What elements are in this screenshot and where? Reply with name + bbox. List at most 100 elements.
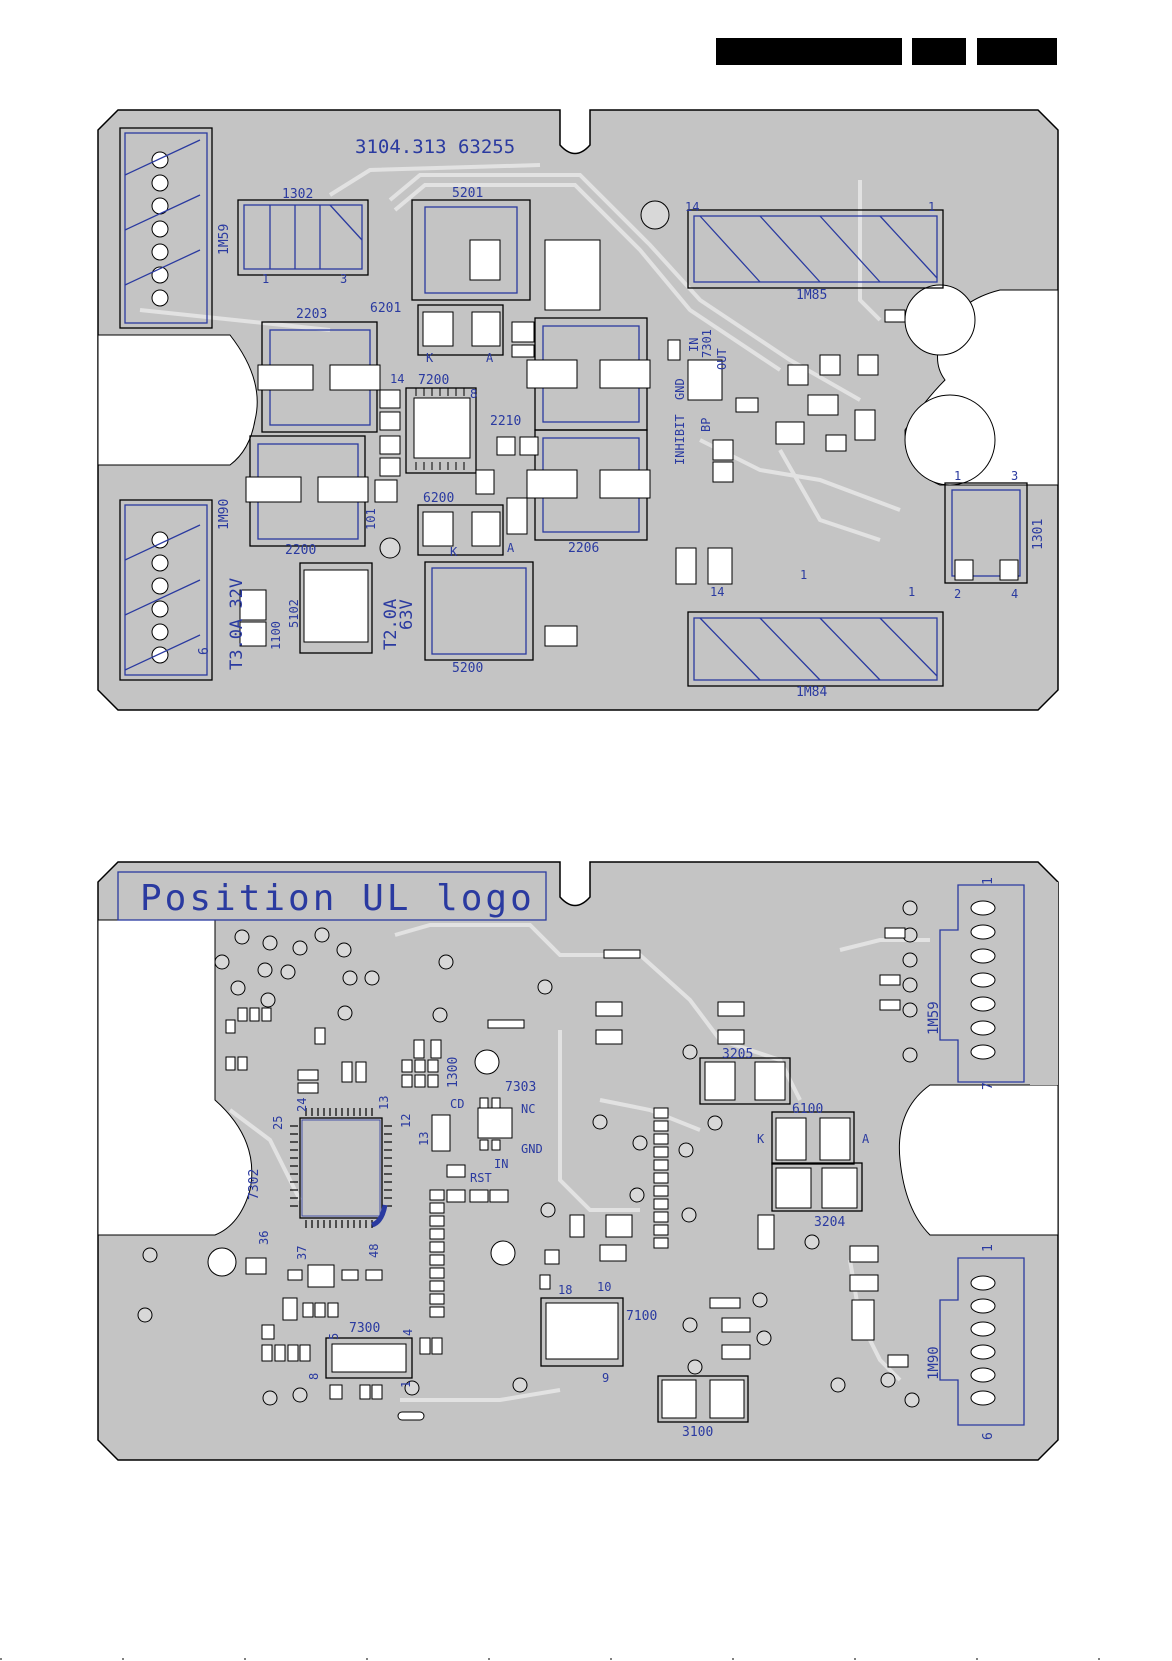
label-1302-pin1: 1 [262,272,269,286]
header-block-1 [716,38,902,65]
header-block-3 [977,38,1057,65]
label-1301-p2: 2 [954,587,961,601]
label-p36: 36 [257,1231,271,1245]
bottom-vias [137,900,920,1408]
label-p25: 25 [271,1116,285,1130]
ul-logo-box [117,871,547,921]
label-6100: 6100 [792,1102,823,1117]
label-5201: 5201 [452,186,483,201]
label-1m90-pin1: 1 [981,1244,996,1252]
connector-1m59-bottom-pins [970,900,996,1060]
label-1302: 1302 [282,187,313,202]
label-k1: K [426,351,434,365]
label-p4: 4 [401,1329,415,1336]
label-1301-p1: 1 [954,469,961,483]
label-3100: 3100 [682,1425,713,1440]
label-7303: 7303 [505,1080,536,1095]
label-1m59-bottom: 1M59 [926,1001,942,1035]
label-bp: BP [699,418,713,432]
part-number: 3104.313 63255 [355,136,515,158]
label-rst: RST [470,1171,492,1185]
label-pin6: 6 [197,647,212,655]
label-7200: 7200 [418,373,449,388]
label-6201: 6201 [370,301,401,316]
connector-1m59-pins [151,151,169,307]
label-1m84: 1M84 [796,685,827,700]
label-1m84-pin14: 14 [710,585,724,599]
bottom-smd-pads-left [225,1007,509,1400]
label-7100: 7100 [626,1309,657,1324]
label-p12: 12 [399,1114,413,1128]
label-a2: A [507,541,515,555]
label-p9: 9 [602,1371,609,1385]
connector-1m90-bottom-pins [970,1275,996,1406]
bottom-pad-column-1 [429,1189,445,1318]
label-pin8: 8 [470,387,477,401]
label-p10: 10 [597,1280,611,1294]
label-13-pin: 13 [417,1132,431,1146]
label-7300: 7300 [349,1321,380,1336]
label-2210: 2210 [490,414,521,429]
label-1100: 1100 [269,621,283,650]
label-1301: 1301 [1031,519,1046,550]
label-2200: 2200 [285,543,316,558]
label-fuse-2b: 63V [397,599,417,630]
label-pin14: 14 [390,372,404,386]
label-1301-p3: 3 [1011,469,1018,483]
label-cd: CD [450,1097,464,1111]
label-p37: 37 [295,1246,309,1260]
top-board-outline [97,109,1059,711]
ul-logo-text: Position UL logo [140,878,535,919]
label-a1: A [486,351,494,365]
label-gnd: GND [521,1142,543,1156]
label-p1: 1 [399,1381,413,1388]
label-1m84-pin1: 1 [908,585,915,599]
label-inhibit: INHIBIT [673,414,687,465]
label-1300: 1300 [446,1057,461,1088]
label-3204: 3204 [814,1215,845,1230]
label-p18: 18 [558,1283,572,1297]
label-1m85-pin1: 1 [928,200,935,214]
label-1m90-pin6: 6 [981,1432,996,1440]
label-in-7301: IN [687,338,701,352]
label-k2: K [450,545,458,559]
header-block-2 [912,38,966,65]
label-5200: 5200 [452,661,483,676]
label-1m85-pin14: 14 [685,200,699,214]
label-pin1-mid: 1 [800,568,807,582]
label-in: IN [494,1157,508,1171]
bottom-pad-column-2 [653,1107,669,1249]
label-p8: 8 [307,1373,321,1380]
label-1m59-pin1: 1 [981,877,996,885]
label-p5: 5 [327,1333,341,1340]
connector-1m90-pins [151,531,169,664]
label-6200: 6200 [423,491,454,506]
label-p13: 13 [377,1096,391,1110]
label-1m59-pin7: 7 [981,1082,996,1090]
label-1m59: 1M59 [217,224,232,255]
label-1301-p4: 4 [1011,587,1018,601]
label-p48: 48 [367,1244,381,1258]
label-1m85: 1M85 [796,288,827,303]
label-101: 101 [364,508,378,530]
label-7301: 7301 [700,329,714,358]
label-7302: 7302 [247,1169,262,1200]
label-gnd-7301: GND [673,378,687,400]
label-3205: 3205 [722,1047,753,1062]
label-out: OUT [715,348,729,370]
label-fuse-2a: T2.0A [381,599,401,650]
label-fuse-1: T3.0A 32V [227,578,247,670]
label-1m90: 1M90 [217,499,232,530]
label-1302-pin3: 3 [340,272,347,286]
label-k: K [757,1132,765,1146]
label-nc: NC [521,1102,535,1116]
label-p24: 24 [295,1098,309,1112]
label-5102: 5102 [287,599,301,628]
top-board: 3104.313 63255 1302 1 3 5201 1M59 6201 2… [97,109,1059,711]
label-2203: 2203 [296,307,327,322]
ic-7302-pins [290,1108,392,1228]
label-2206: 2206 [568,541,599,556]
label-1m90-bottom: 1M90 [926,1346,942,1380]
bottom-board: Position UL logo [97,861,1059,1461]
